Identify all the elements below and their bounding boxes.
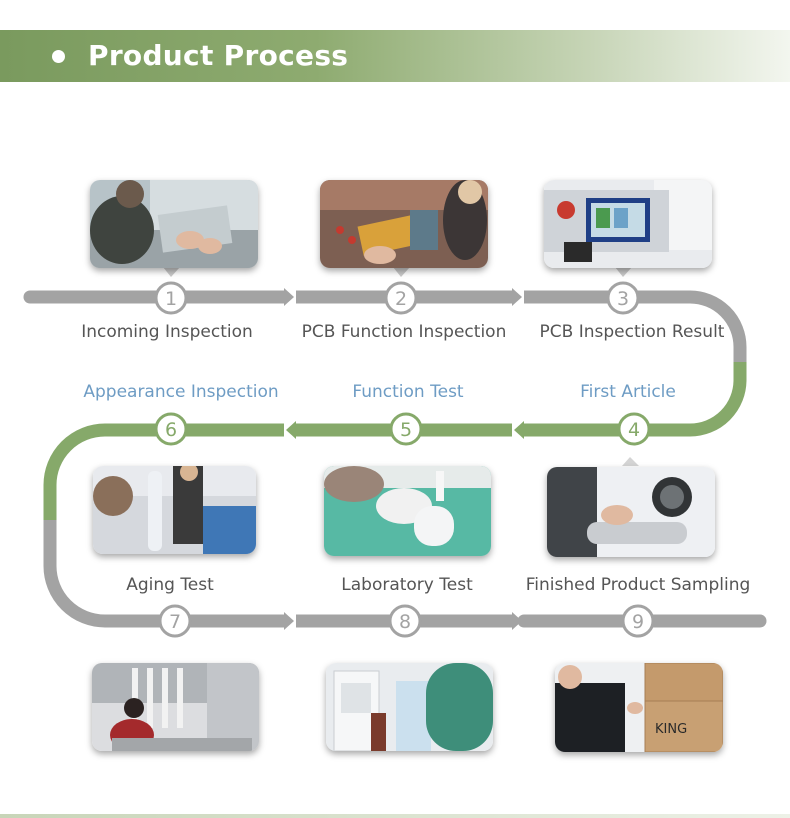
step-label-9: Finished Product Sampling <box>525 575 751 595</box>
step-label-4: First Article <box>580 382 676 402</box>
step-label-7: Aging Test <box>126 575 214 595</box>
step-label-2: PCB Function Inspection <box>301 322 507 342</box>
step-node-1: 1 <box>154 281 188 315</box>
arrow-icon <box>286 421 296 439</box>
step-node-4: 4 <box>617 412 651 446</box>
step-number: 3 <box>617 288 629 310</box>
step-number: 2 <box>395 288 407 310</box>
pointer-tab <box>393 267 410 277</box>
photo-finished-product-sampling: KING <box>555 663 723 752</box>
arrow-icon <box>284 288 294 306</box>
step-node-7: 7 <box>158 604 192 638</box>
photo-pcb-function-inspection <box>320 180 488 268</box>
step-node-8: 8 <box>388 604 422 638</box>
step-label-1: Incoming Inspection <box>81 322 253 342</box>
step-number: 6 <box>165 419 177 441</box>
box-brand-text: KING <box>655 722 687 737</box>
photo-function-test <box>324 466 491 556</box>
step-number: 7 <box>169 611 181 633</box>
photo-first-article <box>547 467 715 557</box>
arrow-icon <box>512 288 522 306</box>
step-number: 9 <box>632 611 644 633</box>
step-label-5: Function Test <box>352 382 464 402</box>
step-node-2: 2 <box>384 281 418 315</box>
track-segment-6 <box>43 423 284 520</box>
step-node-5: 5 <box>389 412 423 446</box>
photo-laboratory-test <box>326 663 493 751</box>
step-node-3: 3 <box>606 281 640 315</box>
pointer-tab <box>622 457 639 466</box>
step-node-6: 6 <box>154 412 188 446</box>
arrow-icon <box>284 612 294 630</box>
step-label-6: Appearance Inspection <box>83 382 279 402</box>
pointer-tab <box>615 267 632 277</box>
arrow-icon <box>512 612 522 630</box>
step-number: 1 <box>165 288 177 310</box>
photo-appearance-inspection <box>93 466 256 554</box>
track-segment-3 <box>524 290 747 362</box>
pointer-tab <box>163 267 180 277</box>
track-segment-7 <box>43 520 284 628</box>
step-label-3: PCB Inspection Result <box>539 322 725 342</box>
footer-divider <box>0 814 790 818</box>
step-number: 8 <box>399 611 411 633</box>
page-title: Product Process <box>88 39 349 72</box>
photo-pcb-inspection-result <box>544 180 712 268</box>
arrow-icon <box>514 421 524 439</box>
photo-incoming-inspection <box>90 180 258 268</box>
track-segment-4 <box>524 362 747 437</box>
bullet-icon <box>52 50 65 63</box>
step-label-8: Laboratory Test <box>341 575 473 595</box>
header-banner: Product Process <box>0 30 790 82</box>
photo-aging-test <box>92 663 259 751</box>
step-number: 4 <box>628 419 640 441</box>
step-node-9: 9 <box>621 604 655 638</box>
step-number: 5 <box>400 419 412 441</box>
